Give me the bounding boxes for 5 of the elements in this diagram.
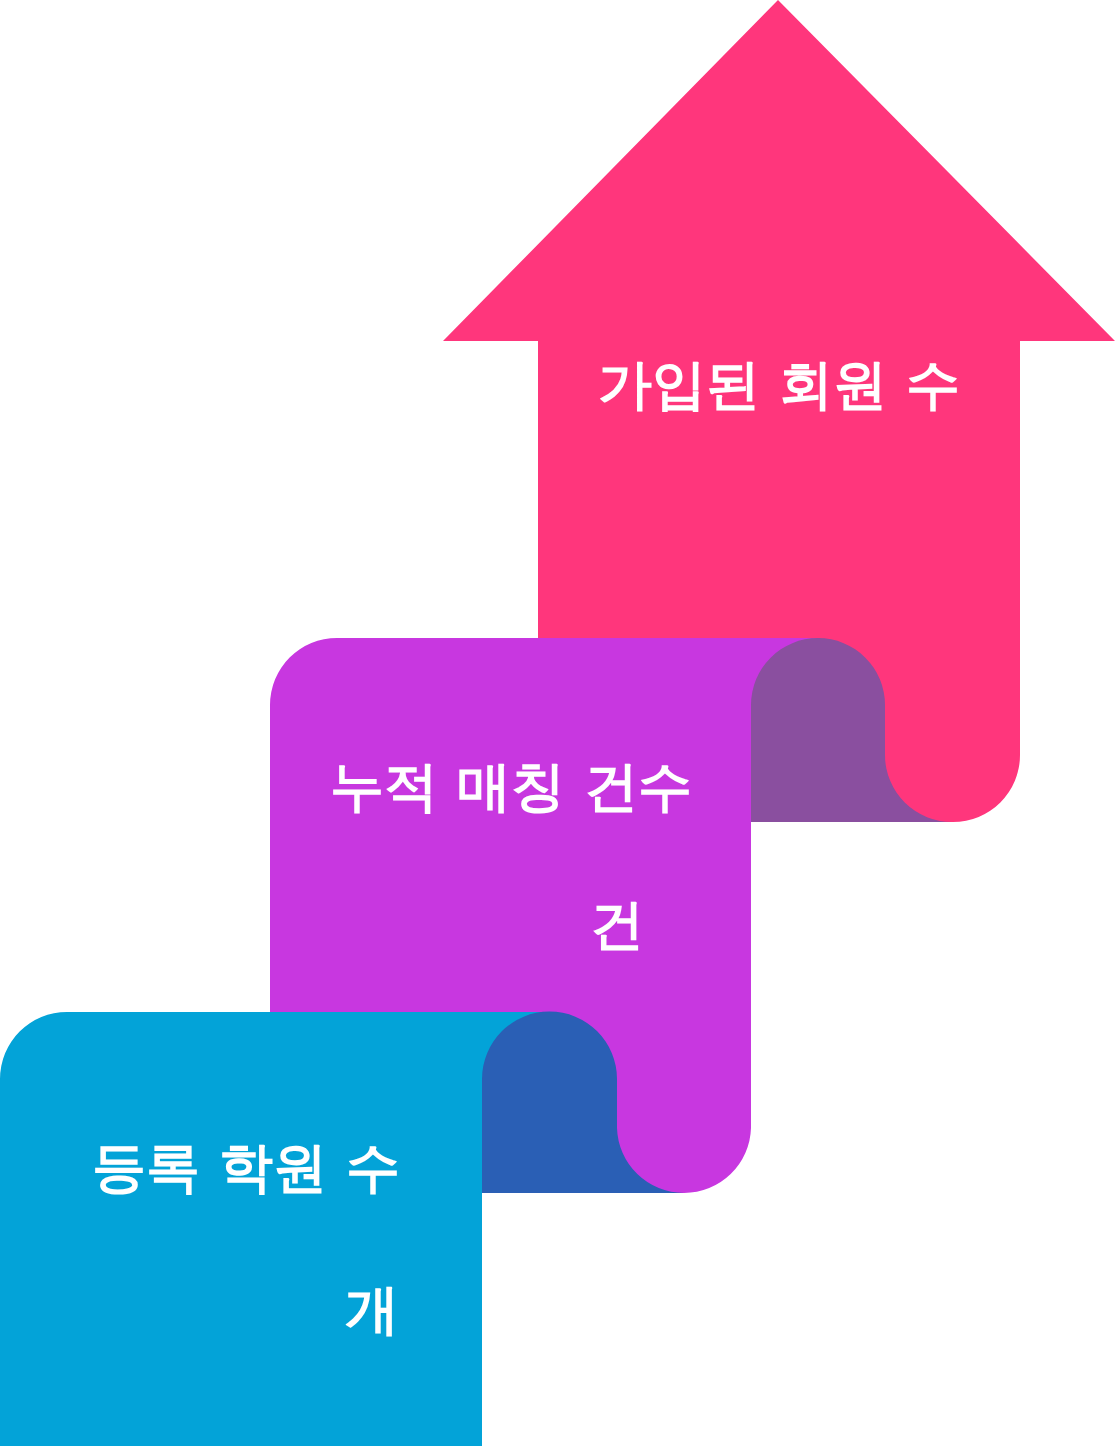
metric-label: 가입된 회원 수 <box>598 354 960 417</box>
metric-label: 누적 매칭 건수 <box>330 756 692 819</box>
unit-label: 개 <box>345 1279 399 1342</box>
metric-label: 등록 학원 수 <box>92 1137 400 1200</box>
unit-label: 건 <box>590 894 644 957</box>
